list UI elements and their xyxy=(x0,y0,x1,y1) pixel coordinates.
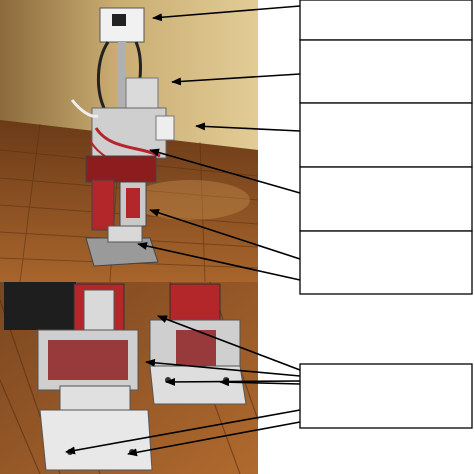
callout-box-4 xyxy=(299,166,473,232)
arrow-head-camera xyxy=(152,5,301,22)
arrow-hip xyxy=(149,148,301,194)
callout-boxes xyxy=(299,0,473,429)
arrow-foot-sensor-5 xyxy=(65,409,301,455)
robot-body xyxy=(70,7,175,267)
arrow-foot-sensor-4 xyxy=(219,378,301,387)
callout-box-5 xyxy=(299,230,473,295)
arrow-foot-sensor-3 xyxy=(165,377,301,386)
arrow-leg xyxy=(149,208,301,260)
arrow-ankle xyxy=(137,242,301,281)
left-foot xyxy=(37,283,153,471)
robot-full-photo xyxy=(0,0,259,283)
callout-box-1 xyxy=(299,0,473,41)
callout-arrows xyxy=(65,5,301,457)
callout-box-2 xyxy=(299,39,473,104)
arrow-foot-sensor-1 xyxy=(157,315,301,371)
arrow-neck xyxy=(171,73,301,86)
callout-box-6 xyxy=(299,363,473,429)
right-foot xyxy=(149,283,247,405)
arrow-foot-sensor-6 xyxy=(127,421,301,457)
arrow-foot-sensor-2 xyxy=(145,358,301,377)
arrow-torso xyxy=(195,122,301,132)
robot-feet-photo xyxy=(0,281,259,474)
callout-box-3 xyxy=(299,102,473,168)
